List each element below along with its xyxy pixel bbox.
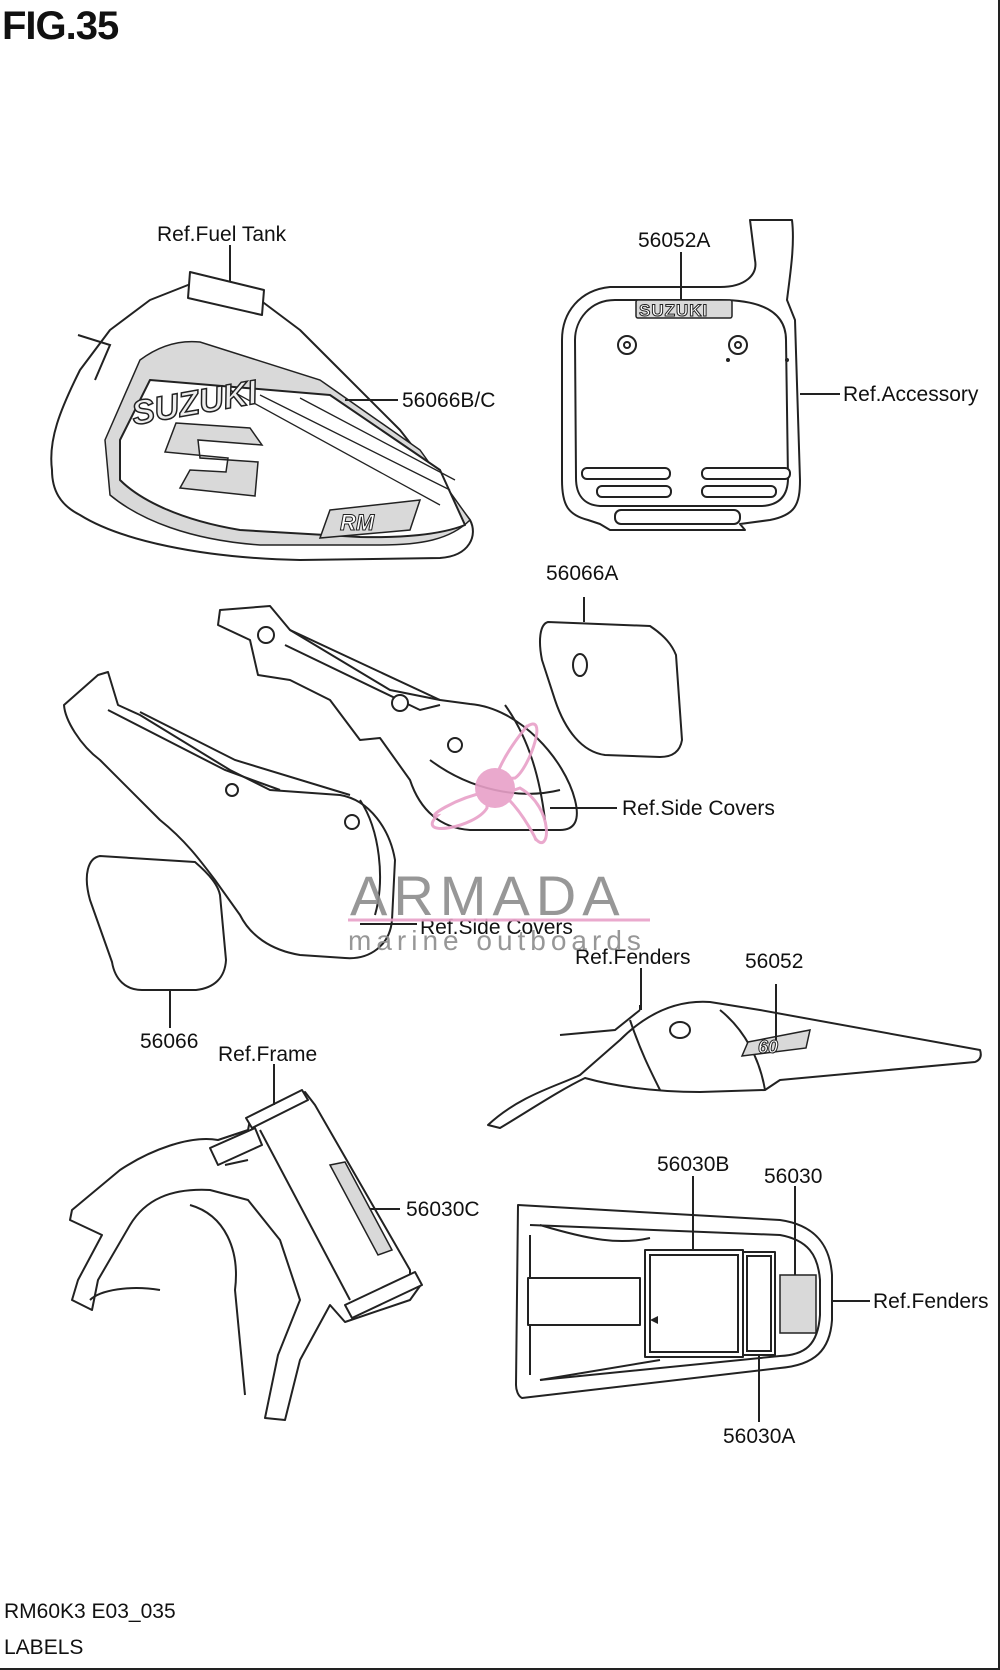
label-ref-fenders-rear: Ref.Fenders: [873, 1290, 989, 1313]
plate-suzuki-decal-text: SUZUKI: [639, 301, 708, 320]
number-plate-illustration: SUZUKI: [561, 219, 801, 531]
label-56066: 56066: [140, 1030, 198, 1053]
propeller-logo-icon: [430, 722, 548, 845]
label-56066bc: 56066B/C: [402, 389, 495, 412]
label-ref-accessory: Ref.Accessory: [843, 383, 979, 406]
watermark-tagline-text: marine outboards: [348, 925, 646, 956]
front-fender-illustration: 60: [487, 1000, 982, 1129]
tank-rm-decal-text: RM: [340, 510, 375, 535]
label-ref-side-covers-right: Ref.Side Covers: [622, 797, 775, 820]
frame-illustration: [69, 1089, 423, 1421]
label-ref-fenders-front: Ref.Fenders: [575, 946, 691, 969]
fuel-tank-illustration: SUZUKI RM: [50, 271, 474, 561]
diagram-code: RM60K3 E03_035: [4, 1600, 176, 1623]
label-56052: 56052: [745, 950, 803, 973]
watermark-brand-text: ARMADA: [350, 864, 626, 927]
label-ref-frame: Ref.Frame: [218, 1043, 317, 1066]
armada-watermark: ARMADA marine outboards: [348, 722, 650, 956]
fender-number-decal-text: 60: [758, 1037, 778, 1057]
label-56030a: 56030A: [723, 1425, 795, 1448]
label-ref-side-covers-left: Ref.Side Covers: [420, 916, 573, 939]
label-ref-fuel-tank: Ref.Fuel Tank: [157, 223, 287, 246]
label-56052a: 56052A: [638, 229, 710, 252]
frame-bottom-border: [0, 1668, 1000, 1670]
label-56030c: 56030C: [406, 1198, 480, 1221]
left-side-cover-illustration: [63, 671, 396, 960]
side-cover-decal-56066: [85, 855, 227, 991]
rear-fender-illustration: [515, 1204, 833, 1399]
side-cover-decal-56066a: [539, 621, 683, 758]
figure-number: FIG.35: [2, 4, 119, 48]
diagram-title: LABELS: [4, 1636, 84, 1659]
label-56030b: 56030B: [657, 1153, 729, 1176]
frame-right-border: [998, 0, 1000, 1670]
label-56066a: 56066A: [546, 562, 618, 585]
label-56030: 56030: [764, 1165, 822, 1188]
